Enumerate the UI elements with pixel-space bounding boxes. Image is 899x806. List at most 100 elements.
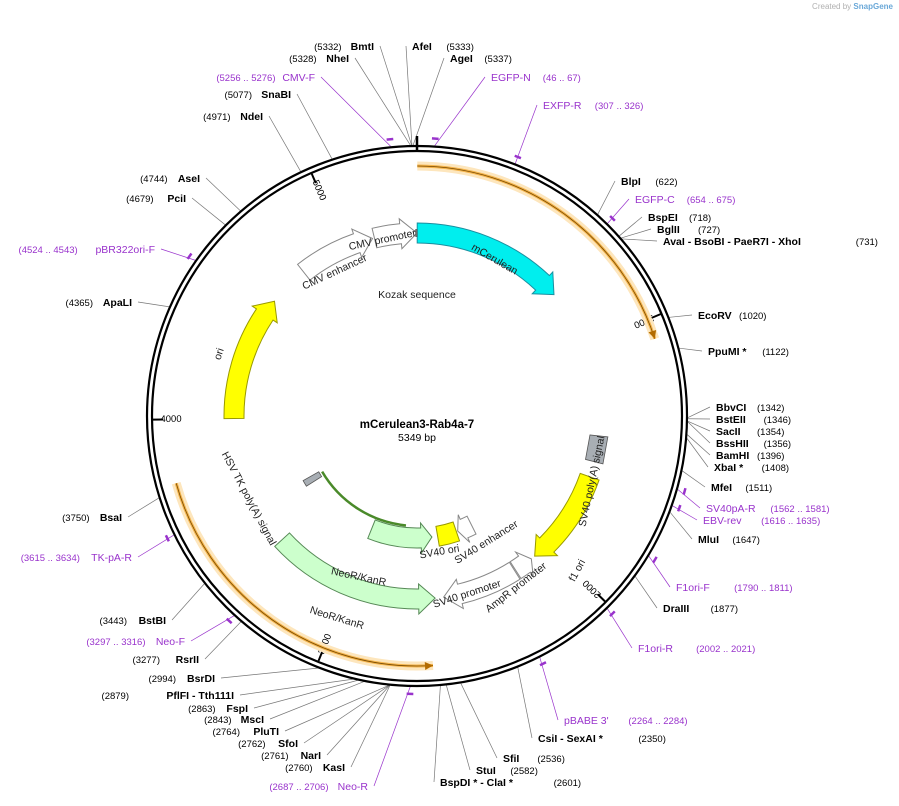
site-position: (1122) [762, 347, 789, 358]
ring-tick [310, 173, 317, 184]
feature-label-f1-ori: f1 ori [567, 557, 589, 583]
site-leader [303, 685, 390, 744]
site-bglii: BglII [657, 224, 680, 236]
site-leader [622, 238, 658, 242]
primer-mark [676, 504, 682, 512]
site-msci: MscI [241, 714, 264, 726]
plasmid-size: 5349 bp [398, 432, 436, 444]
site-leader [621, 228, 652, 239]
site-bstbi: BstBI [139, 615, 167, 627]
ring-tick-label: 4000 [160, 414, 181, 425]
site-leader [635, 576, 658, 609]
site-leader [204, 621, 242, 660]
site-leader [687, 434, 711, 456]
primer-mark [164, 534, 170, 542]
site-position: (718) [689, 213, 711, 224]
site-position: (5333) [446, 42, 473, 53]
site-leader [239, 678, 353, 696]
site-leader [171, 583, 205, 621]
site-position: (3443) [100, 616, 127, 627]
site-agei: AgeI [450, 53, 473, 65]
site-position: (5337) [484, 54, 511, 65]
site-position: (1511) [745, 483, 772, 494]
site-leader [597, 180, 616, 215]
site-draiii: DraIII [663, 603, 689, 615]
site-position: (2843) [204, 715, 231, 726]
site-bbvci: BbvCI [716, 402, 746, 414]
site-leader [191, 197, 226, 225]
primer-position: (46 .. 67) [543, 73, 581, 84]
site-bsrdi: BsrDI [187, 673, 215, 685]
primer-mark [225, 617, 233, 625]
site-position: (1356) [764, 439, 791, 450]
site-position: (2760) [285, 763, 312, 774]
feature-sv40-enhancer [457, 514, 477, 543]
primer-leader [434, 76, 486, 146]
site-position: (1877) [711, 604, 738, 615]
feature-hsv-tk-poly-a-signal [302, 471, 323, 487]
site-position: (1408) [762, 463, 789, 474]
primer-sv40pa-r: SV40pA-R [706, 503, 756, 515]
site-kasi: KasI [323, 762, 345, 774]
site-leader [253, 680, 358, 709]
site-leader [350, 685, 391, 768]
primer-mark [609, 215, 616, 222]
site-leader [687, 406, 711, 418]
primer-position: (2002 .. 2021) [696, 644, 755, 655]
primer-leader [607, 198, 630, 224]
primer-mark [514, 154, 522, 160]
site-position: (2350) [638, 734, 665, 745]
site-leader [679, 347, 703, 352]
site-bamhi: BamHI [716, 450, 749, 462]
site-asei: AseI [178, 173, 200, 185]
site-pcii: PciI [167, 193, 186, 205]
feature-label-kozak-sequence: Kozak sequence [378, 289, 456, 301]
feature-f1-ori [534, 472, 600, 557]
site-position: (2762) [238, 739, 265, 750]
site-ppumi: PpuMI * [708, 346, 747, 358]
site-stui: StuI [476, 765, 496, 777]
site-position: (2879) [102, 691, 129, 702]
site-xbai: XbaI * [714, 462, 744, 474]
site-avai-bsobi-paer7i-xhoi: AvaI - BsoBI - PaeR7I - XhoI [663, 236, 801, 248]
site-leader [682, 470, 706, 488]
site-sfii: SfiI [503, 753, 519, 765]
site-apali: ApaLI [103, 297, 132, 309]
feature-neor-kanr [367, 519, 433, 555]
site-pluti: PluTI [253, 726, 279, 738]
primer-egfp-n: EGFP-N [491, 72, 531, 84]
primer-f1ori-r: F1ori-R [638, 643, 673, 655]
orf-arrowhead [648, 329, 657, 339]
primer-leader [539, 657, 559, 721]
primer-position: (5256 .. 5276) [216, 73, 275, 84]
site-leader [433, 685, 441, 783]
orf-arc [174, 482, 434, 668]
leader-lines [127, 45, 711, 787]
primer-f1ori-f: F1ori-F [676, 582, 710, 594]
orf-core [417, 165, 656, 339]
site-position: (727) [698, 225, 720, 236]
site-leader [405, 45, 413, 146]
primer-leader [514, 104, 538, 164]
primer-mark [539, 661, 547, 667]
feature-label-ori: ori [212, 347, 227, 362]
plasmid-name: mCerulean3-Rab4a-7 [360, 419, 474, 431]
site-leader [669, 512, 693, 540]
site-position: (4365) [66, 298, 93, 309]
primer-position: (2264 .. 2284) [628, 716, 687, 727]
site-position: (622) [655, 177, 677, 188]
created-by-text: Created by [812, 2, 852, 11]
site-ndei: NdeI [240, 111, 263, 123]
snapgene-logo: SnapGene [853, 2, 893, 11]
feature-sv40-promoter [442, 561, 521, 610]
site-leader [268, 115, 301, 172]
site-leader [412, 57, 445, 146]
primer-leader [677, 489, 701, 509]
primer-tk-pa-r: TK-pA-R [91, 552, 132, 564]
primer-neo-r: Neo-R [338, 781, 369, 793]
site-leader [619, 216, 643, 237]
site-sfoi: SfoI [278, 738, 298, 750]
site-rsrii: RsrII [176, 654, 199, 666]
